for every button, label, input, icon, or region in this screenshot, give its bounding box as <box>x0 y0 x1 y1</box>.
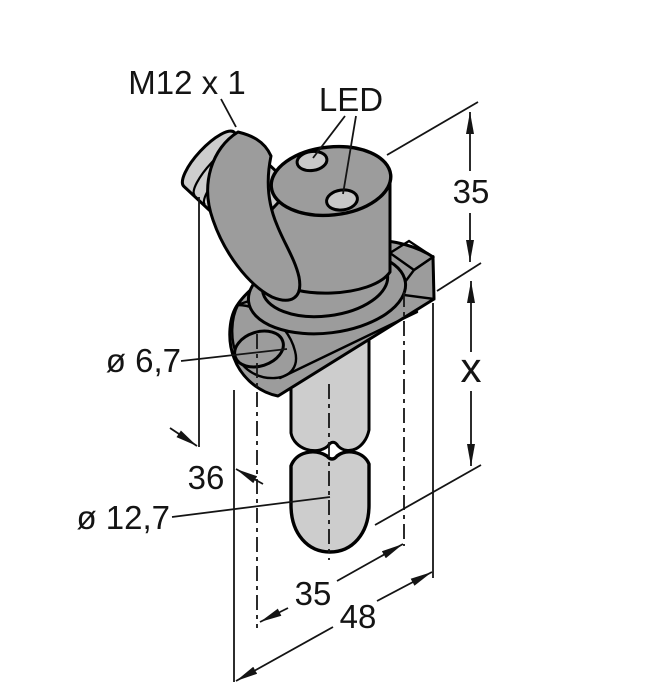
label-hole-spacing: 35 <box>295 575 332 612</box>
elbow-housing <box>206 130 302 302</box>
leader-m12 <box>220 98 237 128</box>
led-window-right <box>325 188 359 212</box>
led-window-left <box>295 149 329 173</box>
dim-35-bottom-left-arrow <box>259 607 289 623</box>
label-connector-offset: 36 <box>188 459 225 496</box>
dim-48-right-arrow <box>376 571 433 602</box>
leader-barrel-diameter <box>171 496 331 518</box>
leader-hole-diameter <box>180 348 288 362</box>
ext-line-barrel-tip <box>374 464 482 526</box>
barrel-upper-segment <box>289 333 371 452</box>
label-connector-thread: M12 x 1 <box>128 64 245 101</box>
label-flange-width: 48 <box>340 598 377 635</box>
mounting-hole <box>233 329 285 369</box>
label-mounting-hole-diameter: ø 6,7 <box>106 342 181 379</box>
label-head-height: 35 <box>453 173 490 210</box>
barrel-lower-segment <box>289 450 371 554</box>
leader-led-right <box>342 115 357 195</box>
flange-front-edge <box>278 310 419 380</box>
dim-35-bottom-right-arrow <box>336 543 404 582</box>
ext-line-head-top <box>386 101 479 156</box>
dim-36-right-arrow <box>235 468 264 485</box>
label-unspecified-length: x <box>461 344 482 391</box>
dim-48-left-arrow <box>235 626 334 682</box>
dim-36-left-arrow <box>169 427 198 447</box>
ext-line-flange-top <box>436 262 482 292</box>
leader-led-left <box>312 115 346 159</box>
label-barrel-diameter: ø 12,7 <box>76 499 170 536</box>
label-led: LED <box>319 81 383 118</box>
